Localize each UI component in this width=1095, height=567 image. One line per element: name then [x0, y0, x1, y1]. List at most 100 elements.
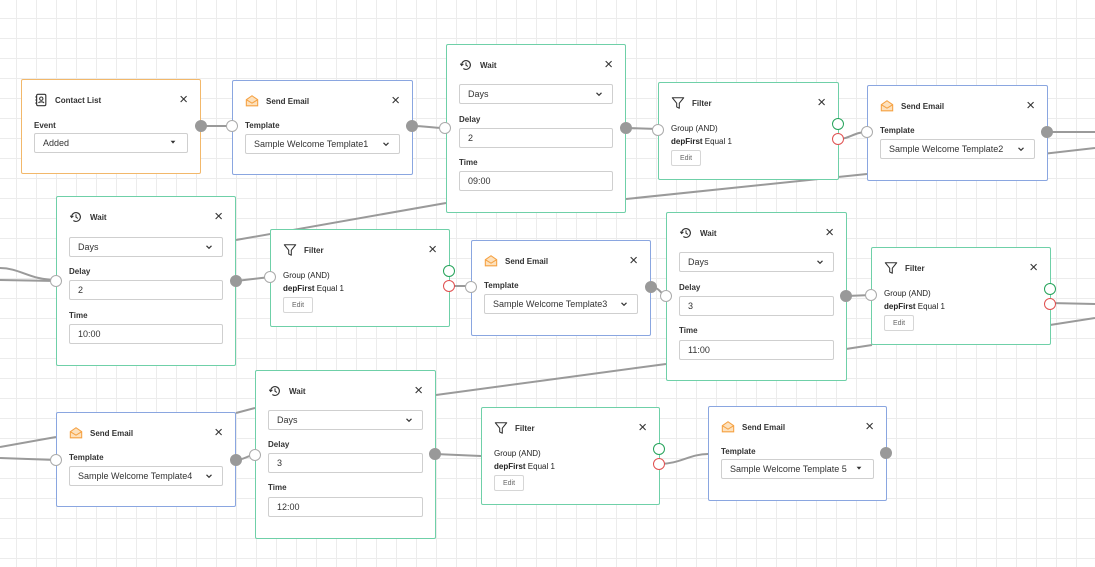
close-icon[interactable]: ×	[865, 418, 874, 435]
delay-input[interactable]: 2	[69, 280, 223, 300]
edit-button[interactable]: Edit	[884, 315, 914, 331]
wait-node-4[interactable]: Wait × Days Delay 3 Time 12:00	[255, 370, 436, 539]
template-select[interactable]: Sample Welcome Template 5	[721, 459, 874, 479]
contact-list-node[interactable]: Contact List × Event Added	[21, 79, 201, 174]
input-port[interactable]	[249, 449, 261, 461]
output-port[interactable]	[620, 122, 632, 134]
time-input[interactable]: 11:00	[679, 340, 834, 360]
delay-input[interactable]: 3	[679, 296, 834, 316]
delay-input[interactable]: 3	[268, 453, 423, 473]
delay-label: Delay	[268, 440, 290, 449]
send-email-node-3[interactable]: Send Email × Template Sample Welcome Tem…	[471, 240, 651, 336]
node-title: Filter	[304, 245, 324, 255]
chevron-down-icon	[381, 139, 391, 149]
input-port[interactable]	[226, 120, 238, 132]
time-input[interactable]: 12:00	[268, 497, 423, 517]
edit-button[interactable]: Edit	[283, 297, 313, 313]
wait-node-2[interactable]: Wait × Days Delay 2 Time 10:00	[56, 196, 236, 366]
close-icon[interactable]: ×	[817, 94, 826, 111]
envelope-open-icon	[721, 420, 735, 434]
template-select[interactable]: Sample Welcome Template4	[69, 466, 223, 486]
template-select[interactable]: Sample Welcome Template1	[245, 134, 400, 154]
output-port[interactable]	[645, 281, 657, 293]
close-icon[interactable]: ×	[214, 424, 223, 441]
close-icon[interactable]: ×	[179, 91, 188, 108]
delay-label: Delay	[679, 283, 701, 292]
no-port[interactable]	[653, 458, 665, 470]
send-email-node-2[interactable]: Send Email × Template Sample Welcome Tem…	[867, 85, 1048, 181]
yes-port[interactable]	[443, 265, 455, 277]
send-email-node-5[interactable]: Send Email × Template Sample Welcome Tem…	[708, 406, 887, 501]
input-port[interactable]	[50, 275, 62, 287]
input-port[interactable]	[865, 289, 877, 301]
no-port[interactable]	[443, 280, 455, 292]
output-port[interactable]	[195, 120, 207, 132]
time-label: Time	[69, 311, 88, 320]
output-port[interactable]	[230, 275, 242, 287]
close-icon[interactable]: ×	[638, 419, 647, 436]
input-port[interactable]	[861, 126, 873, 138]
close-icon[interactable]: ×	[1029, 259, 1038, 276]
template-select[interactable]: Sample Welcome Template2	[880, 139, 1035, 159]
edit-button[interactable]: Edit	[494, 475, 524, 491]
template-select-value: Sample Welcome Template4	[78, 471, 193, 481]
unit-select[interactable]: Days	[459, 84, 613, 104]
delay-input[interactable]: 2	[459, 128, 613, 148]
filter-node-3[interactable]: Filter × Group (AND) depFirst Equal 1 Ed…	[871, 247, 1051, 345]
filter-operator: Equal 1	[525, 462, 555, 471]
close-icon[interactable]: ×	[604, 56, 613, 73]
wire-wait4-filter4	[434, 453, 482, 457]
unit-select[interactable]: Days	[679, 252, 834, 272]
output-port[interactable]	[1041, 126, 1053, 138]
close-icon[interactable]: ×	[214, 208, 223, 225]
yes-port[interactable]	[1044, 283, 1056, 295]
output-port[interactable]	[429, 448, 441, 460]
close-icon[interactable]: ×	[1026, 97, 1035, 114]
edit-button[interactable]: Edit	[671, 150, 701, 166]
wire-filter3-out	[1049, 302, 1095, 305]
input-port[interactable]	[660, 290, 672, 302]
time-label: Time	[679, 326, 698, 335]
node-title: Send Email	[742, 422, 786, 432]
template-label: Template	[484, 281, 519, 290]
output-port[interactable]	[230, 454, 242, 466]
close-icon[interactable]: ×	[428, 241, 437, 258]
input-port[interactable]	[465, 281, 477, 293]
funnel-icon	[283, 243, 297, 257]
input-port[interactable]	[264, 271, 276, 283]
filter-node-1[interactable]: Filter × Group (AND) depFirst Equal 1 Ed…	[658, 82, 839, 180]
template-label: Template	[721, 447, 756, 456]
input-port[interactable]	[652, 124, 664, 136]
send-email-node-4[interactable]: Send Email × Template Sample Welcome Tem…	[56, 412, 236, 507]
output-port[interactable]	[840, 290, 852, 302]
output-port[interactable]	[880, 447, 892, 459]
close-icon[interactable]: ×	[414, 382, 423, 399]
filter-operator: Equal 1	[314, 284, 344, 293]
wait-node-1[interactable]: Wait × Days Delay 2 Time 09:00	[446, 44, 626, 213]
event-select[interactable]: Added	[34, 133, 188, 153]
no-port[interactable]	[832, 133, 844, 145]
close-icon[interactable]: ×	[629, 252, 638, 269]
input-port[interactable]	[50, 454, 62, 466]
delay-label: Delay	[69, 267, 91, 276]
yes-port[interactable]	[653, 443, 665, 455]
send-email-node-1[interactable]: Send Email × Template Sample Welcome Tem…	[232, 80, 413, 175]
time-input[interactable]: 09:00	[459, 171, 613, 191]
time-label: Time	[268, 483, 287, 492]
template-select[interactable]: Sample Welcome Template3	[484, 294, 638, 314]
unit-select[interactable]: Days	[268, 410, 423, 430]
output-port[interactable]	[406, 120, 418, 132]
no-port[interactable]	[1044, 298, 1056, 310]
time-input[interactable]: 10:00	[69, 324, 223, 344]
close-icon[interactable]: ×	[391, 92, 400, 109]
unit-select-value: Days	[468, 89, 489, 99]
filter-node-4[interactable]: Filter × Group (AND) depFirst Equal 1 Ed…	[481, 407, 660, 505]
input-port[interactable]	[439, 122, 451, 134]
time-label: Time	[459, 158, 478, 167]
filter-node-2[interactable]: Filter × Group (AND) depFirst Equal 1 Ed…	[270, 229, 450, 327]
close-icon[interactable]: ×	[825, 224, 834, 241]
node-title: Filter	[515, 423, 535, 433]
unit-select[interactable]: Days	[69, 237, 223, 257]
wait-node-3[interactable]: Wait × Days Delay 3 Time 11:00	[666, 212, 847, 381]
yes-port[interactable]	[832, 118, 844, 130]
